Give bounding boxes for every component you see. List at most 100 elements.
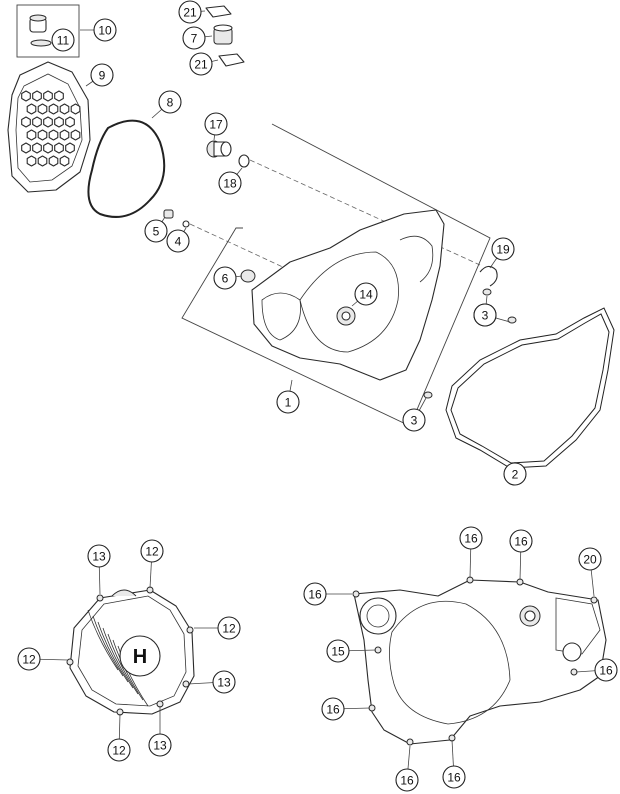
part-10-kit-frame (16, 4, 80, 58)
callout-number: 16 (447, 771, 461, 785)
callout-17: 17 (204, 112, 228, 136)
callout-circle (182, 26, 206, 50)
callout-21: 21 (189, 52, 213, 76)
callout-number: 12 (145, 545, 159, 559)
callout-1: 1 (276, 390, 300, 414)
callout-number: 21 (183, 6, 197, 20)
part-7-cap (213, 24, 233, 45)
part-3-dowel-a (482, 288, 492, 296)
vent-hole (32, 90, 42, 102)
vent-hole (43, 116, 53, 128)
part-17-seal (206, 140, 232, 158)
callout-number: 6 (222, 272, 229, 286)
callout-circle (90, 63, 114, 87)
callout-number: 17 (209, 118, 223, 132)
callout-number: 5 (153, 225, 160, 239)
callout-20: 20 (578, 547, 602, 571)
callout-number: 12 (112, 744, 126, 758)
part-6-seal (240, 269, 256, 283)
callout-number: 3 (411, 414, 418, 428)
callout-11: 11 (51, 28, 75, 52)
callout-number: 16 (326, 703, 340, 717)
part-10-plug (29, 14, 47, 33)
callout-3: 3 (402, 408, 426, 432)
vent-hole (65, 116, 75, 128)
cover-rib (102, 627, 134, 689)
callout-circle (158, 90, 182, 114)
part-21-gasket-top (205, 5, 232, 18)
part-2-gasket (445, 307, 615, 469)
callout-12: 12 (217, 616, 241, 640)
vent-hole (26, 129, 37, 141)
callout-13: 13 (212, 670, 236, 694)
callout-16: 16 (303, 582, 327, 606)
callout-number: 13 (153, 739, 167, 753)
outer-cover-view: H (66, 586, 195, 716)
callout-number: 12 (222, 622, 236, 636)
vent-hole (70, 129, 81, 141)
callout-number: 13 (92, 550, 106, 564)
callout-number: 16 (514, 535, 528, 549)
callout-circle (140, 539, 164, 563)
vent-hole (48, 103, 59, 115)
callout-circle (212, 670, 236, 694)
part-1-group-frame (181, 123, 491, 427)
part-21-gasket-bottom (218, 53, 245, 67)
vent-hole (54, 116, 64, 128)
callout-circle (107, 738, 131, 762)
vent-hole (48, 155, 59, 167)
callout-circle (17, 647, 41, 671)
logo-letter: H (133, 646, 147, 668)
inner-cover-view (352, 576, 607, 746)
vent-hole (59, 155, 70, 167)
callout-circle (578, 547, 602, 571)
part-1-inner-cover (251, 209, 445, 381)
vent-hole (37, 155, 48, 167)
callout-14: 14 (354, 282, 378, 306)
callout-circle (93, 18, 117, 42)
vent-hole (26, 155, 37, 167)
callout-number: 21 (194, 58, 208, 72)
callout-number: 12 (22, 653, 36, 667)
callout-4: 4 (166, 229, 190, 253)
callout-circle (148, 733, 172, 757)
callout-16: 16 (594, 658, 618, 682)
part-11-oring (30, 39, 52, 47)
vent-hole (26, 103, 37, 115)
callout-circle (395, 768, 419, 792)
callout-number: 4 (175, 235, 182, 249)
part-8-gasket (87, 119, 166, 218)
callout-12: 12 (107, 738, 131, 762)
callout-circle (178, 0, 202, 24)
callout-16: 16 (442, 765, 466, 789)
callout-circle (473, 303, 497, 327)
part-5-plug (163, 209, 174, 219)
callout-circle (354, 282, 378, 306)
vent-hole (54, 90, 64, 102)
part-3-dowel-b (507, 316, 517, 324)
callout-number: 15 (331, 645, 345, 659)
callout-7: 7 (182, 26, 206, 50)
callout-3: 3 (473, 303, 497, 327)
callout-9: 9 (90, 63, 114, 87)
callout-circle (217, 616, 241, 640)
callout-16: 16 (321, 697, 345, 721)
callout-circle (402, 408, 426, 432)
vent-hole (43, 142, 53, 154)
callout-10: 10 (93, 18, 117, 42)
vent-hole (32, 116, 42, 128)
callout-number: 16 (308, 588, 322, 602)
callout-12: 12 (17, 647, 41, 671)
callout-6: 6 (213, 266, 237, 290)
cover-rib (87, 609, 119, 671)
husqvarna-logo: H (119, 635, 161, 677)
callout-13: 13 (87, 544, 111, 568)
vent-hole (37, 103, 48, 115)
vent-hole (21, 142, 31, 154)
part-4-washer (182, 220, 190, 228)
callout-number: 20 (583, 553, 597, 567)
vent-hole (54, 142, 64, 154)
callout-circle (321, 697, 345, 721)
